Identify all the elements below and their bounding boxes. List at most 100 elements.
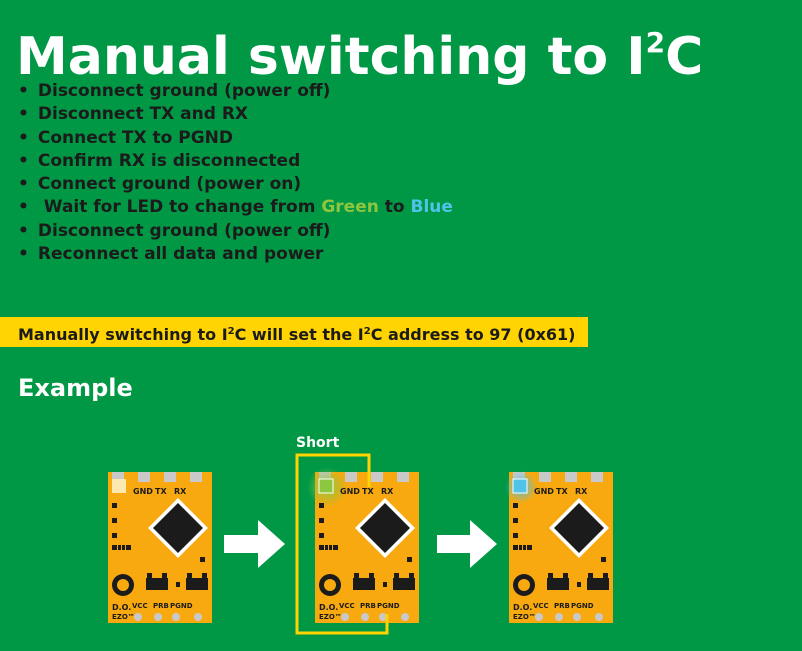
smd-part (325, 545, 328, 550)
ezo-label: EZO™ (319, 613, 342, 621)
smd-part (513, 545, 518, 550)
pin-label-gnd: GND (534, 487, 554, 496)
pin-pad (573, 613, 581, 621)
transistor-leg (588, 573, 593, 578)
smd-part (527, 545, 532, 550)
pin-pad (539, 472, 551, 482)
pin-label-prb: PRB (153, 602, 169, 610)
example-heading: Example (18, 374, 133, 402)
status-led (318, 478, 334, 494)
status-led (112, 479, 126, 493)
transistor-leg (162, 573, 167, 578)
smd-part (513, 503, 518, 508)
pin-pad (190, 472, 202, 482)
transistor-leg (354, 573, 359, 578)
arrow-right-icon (224, 520, 285, 568)
status-led (512, 478, 528, 494)
pin-pad (401, 613, 409, 621)
pin-pad (194, 613, 202, 621)
transistor (353, 578, 375, 590)
step-item: Disconnect ground (power off) (18, 220, 453, 243)
do-label: D.O. (319, 603, 338, 612)
smd-part (112, 503, 117, 508)
smd-part (383, 582, 387, 587)
transistor-leg (409, 573, 414, 578)
pin-label-rx: RX (174, 487, 187, 496)
pin-pad (138, 472, 150, 482)
instruction-list: Disconnect ground (power off) Disconnect… (18, 80, 453, 266)
pin-pad (565, 472, 577, 482)
smd-part (577, 582, 581, 587)
smd-part (112, 533, 117, 538)
smd-part (200, 557, 205, 562)
smd-part (513, 533, 518, 538)
pin-label-vcc: VCC (533, 602, 549, 610)
pin-pad (361, 613, 369, 621)
ezo-label: EZO™ (513, 613, 536, 621)
pin-pad (164, 472, 176, 482)
smd-part (319, 518, 324, 523)
smd-part (118, 545, 121, 550)
transistor-leg (394, 573, 399, 578)
pin-label-rx: RX (575, 487, 588, 496)
pin-pad (379, 613, 387, 621)
pin-pad (112, 472, 124, 482)
smd-part (407, 557, 412, 562)
pin-pad (535, 613, 543, 621)
ezo-label: EZO™ (112, 613, 135, 621)
blue-word: Blue (410, 197, 453, 218)
smd-part (319, 503, 324, 508)
smd-part (333, 545, 338, 550)
transistor-leg (548, 573, 553, 578)
transistor (547, 578, 569, 590)
pin-label-rx: RX (381, 487, 394, 496)
transistor (146, 578, 168, 590)
transistor-leg (603, 573, 608, 578)
smd-part (319, 545, 324, 550)
transistor-leg (147, 573, 152, 578)
pin-pad (591, 472, 603, 482)
pin-pad (341, 613, 349, 621)
microcontroller-chip (554, 503, 604, 553)
smd-part (112, 545, 117, 550)
transistor-leg (202, 573, 207, 578)
do-label: D.O. (112, 603, 131, 612)
pin-pad (345, 472, 357, 482)
pin-label-pgnd: PGND (377, 602, 400, 610)
green-word: Green (321, 197, 379, 218)
pin-label-vcc: VCC (132, 602, 148, 610)
smd-part (112, 518, 117, 523)
microcontroller-chip (360, 503, 410, 553)
smd-part (329, 545, 332, 550)
pin-label-prb: PRB (554, 602, 570, 610)
step-item: Connect ground (power on) (18, 173, 453, 196)
smd-part (319, 533, 324, 538)
pin-label-gnd: GND (133, 487, 153, 496)
page-title: Manual switching to I2C (16, 26, 704, 87)
transistor-leg (369, 573, 374, 578)
pin-pad (154, 613, 162, 621)
pin-label-tx: TX (362, 487, 374, 496)
pin-pad (172, 613, 180, 621)
pin-label-vcc: VCC (339, 602, 355, 610)
pin-label-tx: TX (556, 487, 568, 496)
smd-part (122, 545, 125, 550)
pin-label-pgnd: PGND (571, 602, 594, 610)
step-item: Disconnect ground (power off) (18, 80, 453, 103)
smd-part (176, 582, 180, 587)
pin-label-tx: TX (155, 487, 167, 496)
transistor (587, 578, 609, 590)
transistor (393, 578, 415, 590)
transistor-leg (187, 573, 192, 578)
smd-part (126, 545, 131, 550)
transistor (186, 578, 208, 590)
pin-pad (595, 613, 603, 621)
short-wire (295, 453, 389, 635)
pin-pad (134, 613, 142, 621)
pin-label-gnd: GND (340, 487, 360, 496)
arrow-right-icon (437, 520, 497, 568)
board-body (108, 472, 212, 623)
